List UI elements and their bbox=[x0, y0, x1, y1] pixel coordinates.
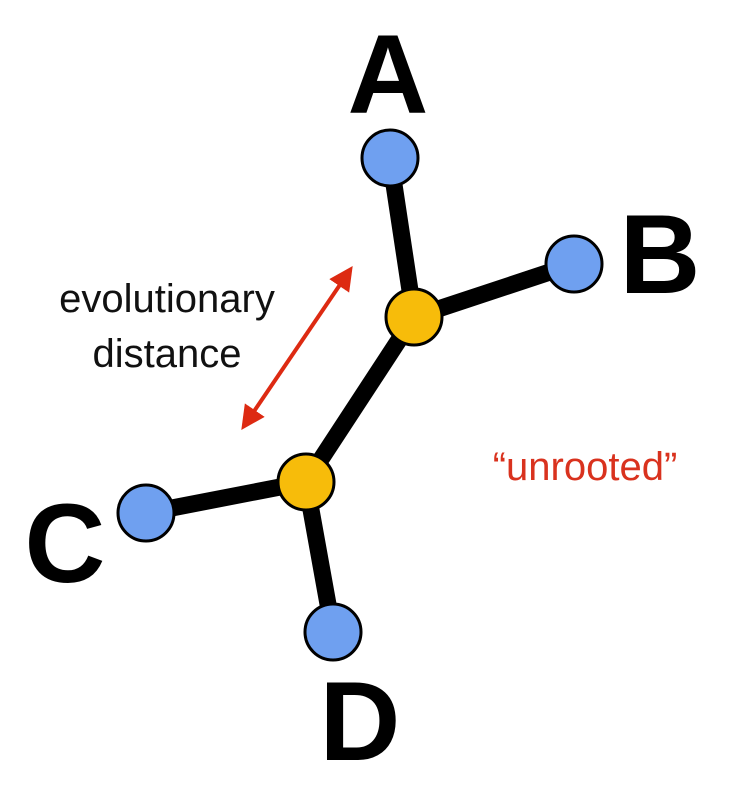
internal-node-upper bbox=[384, 287, 444, 347]
leaf-label-d: D bbox=[320, 659, 401, 784]
distance-arrow bbox=[241, 266, 353, 430]
leaf-node-a bbox=[360, 128, 420, 188]
leaf-label-c: C bbox=[25, 481, 106, 606]
leaf-node-b bbox=[544, 234, 604, 294]
leaf-label-b: B bbox=[620, 192, 701, 317]
internal-nodes bbox=[276, 287, 444, 512]
leaf-node-c bbox=[116, 483, 176, 543]
internal-node-lower bbox=[276, 452, 336, 512]
leaf-label-a: A bbox=[348, 12, 429, 137]
leaf-node-d bbox=[303, 602, 363, 662]
leaf-nodes bbox=[116, 128, 604, 662]
tree-edges bbox=[137, 149, 583, 641]
tree-type-label: “unrooted” bbox=[493, 445, 678, 489]
leaf-labels: A B C D bbox=[25, 12, 701, 784]
distance-label-line1: evolutionary bbox=[59, 277, 275, 321]
edge-upper-lower bbox=[297, 308, 423, 491]
distance-label-line2: distance bbox=[93, 332, 242, 376]
